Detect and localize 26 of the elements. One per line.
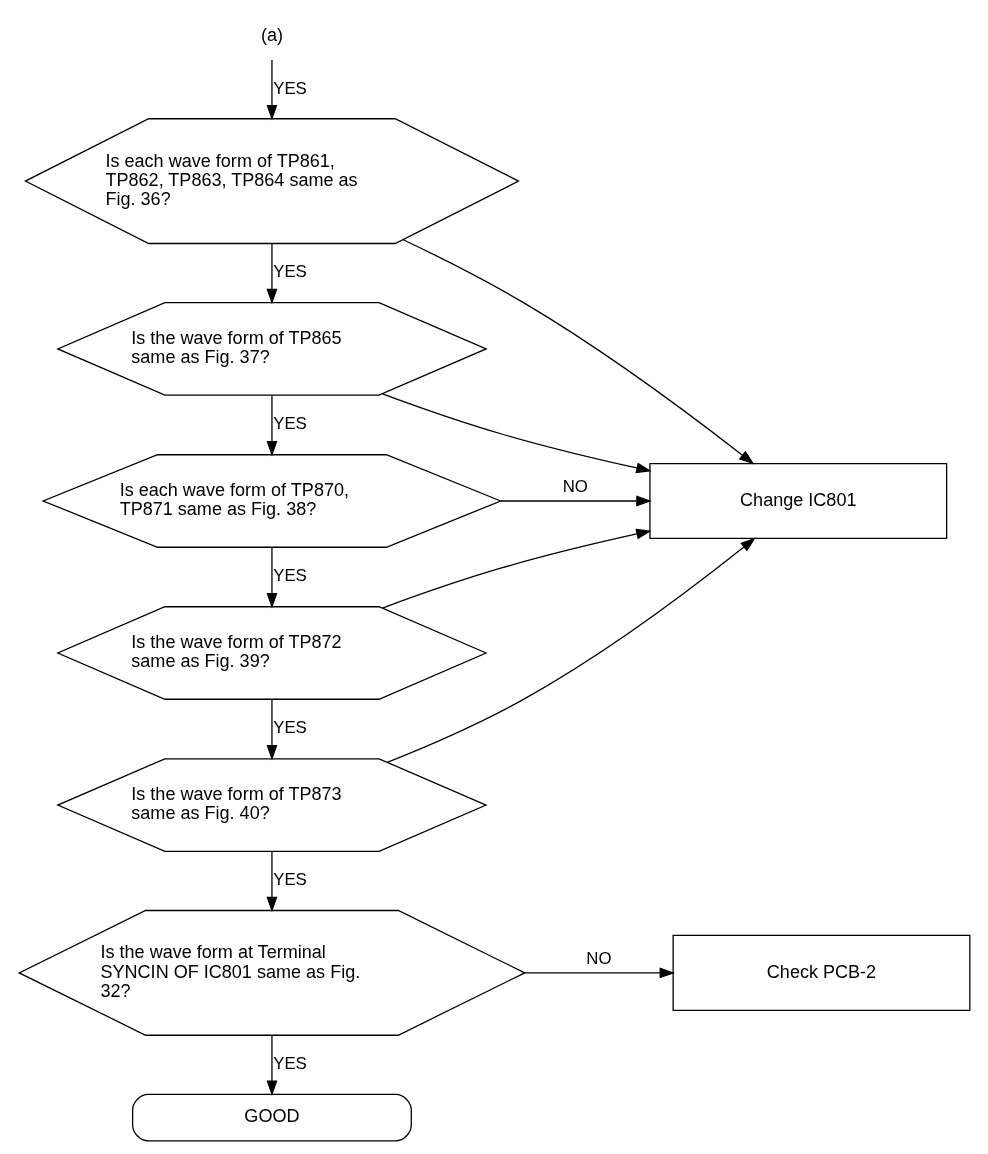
arrow [266, 850, 277, 913]
edge-label: YES [272, 566, 307, 586]
edge-label: YES [272, 262, 307, 282]
arrow [523, 967, 675, 979]
arrow [381, 528, 652, 609]
arrow [386, 537, 756, 763]
edge-label: YES [272, 414, 307, 434]
arrow [266, 1034, 277, 1097]
edge-label: NO [585, 949, 612, 969]
node-box: Check PCB-2 [672, 934, 970, 1011]
arrow [266, 546, 277, 609]
arrow [402, 239, 754, 465]
arrow [381, 393, 652, 474]
node-text: (a) [260, 25, 283, 46]
arrow [266, 242, 277, 305]
edge-label: YES [272, 718, 307, 738]
edge-label: YES [272, 870, 307, 890]
edge-label: YES [272, 78, 307, 98]
node-box: GOOD [131, 1093, 412, 1142]
arrow [266, 59, 277, 121]
node-box: Change IC801 [648, 462, 947, 540]
arrow [266, 394, 277, 457]
arrow [266, 698, 277, 761]
edge-label: NO [562, 477, 588, 497]
edge-label: YES [272, 1054, 307, 1074]
arrow [499, 495, 652, 507]
